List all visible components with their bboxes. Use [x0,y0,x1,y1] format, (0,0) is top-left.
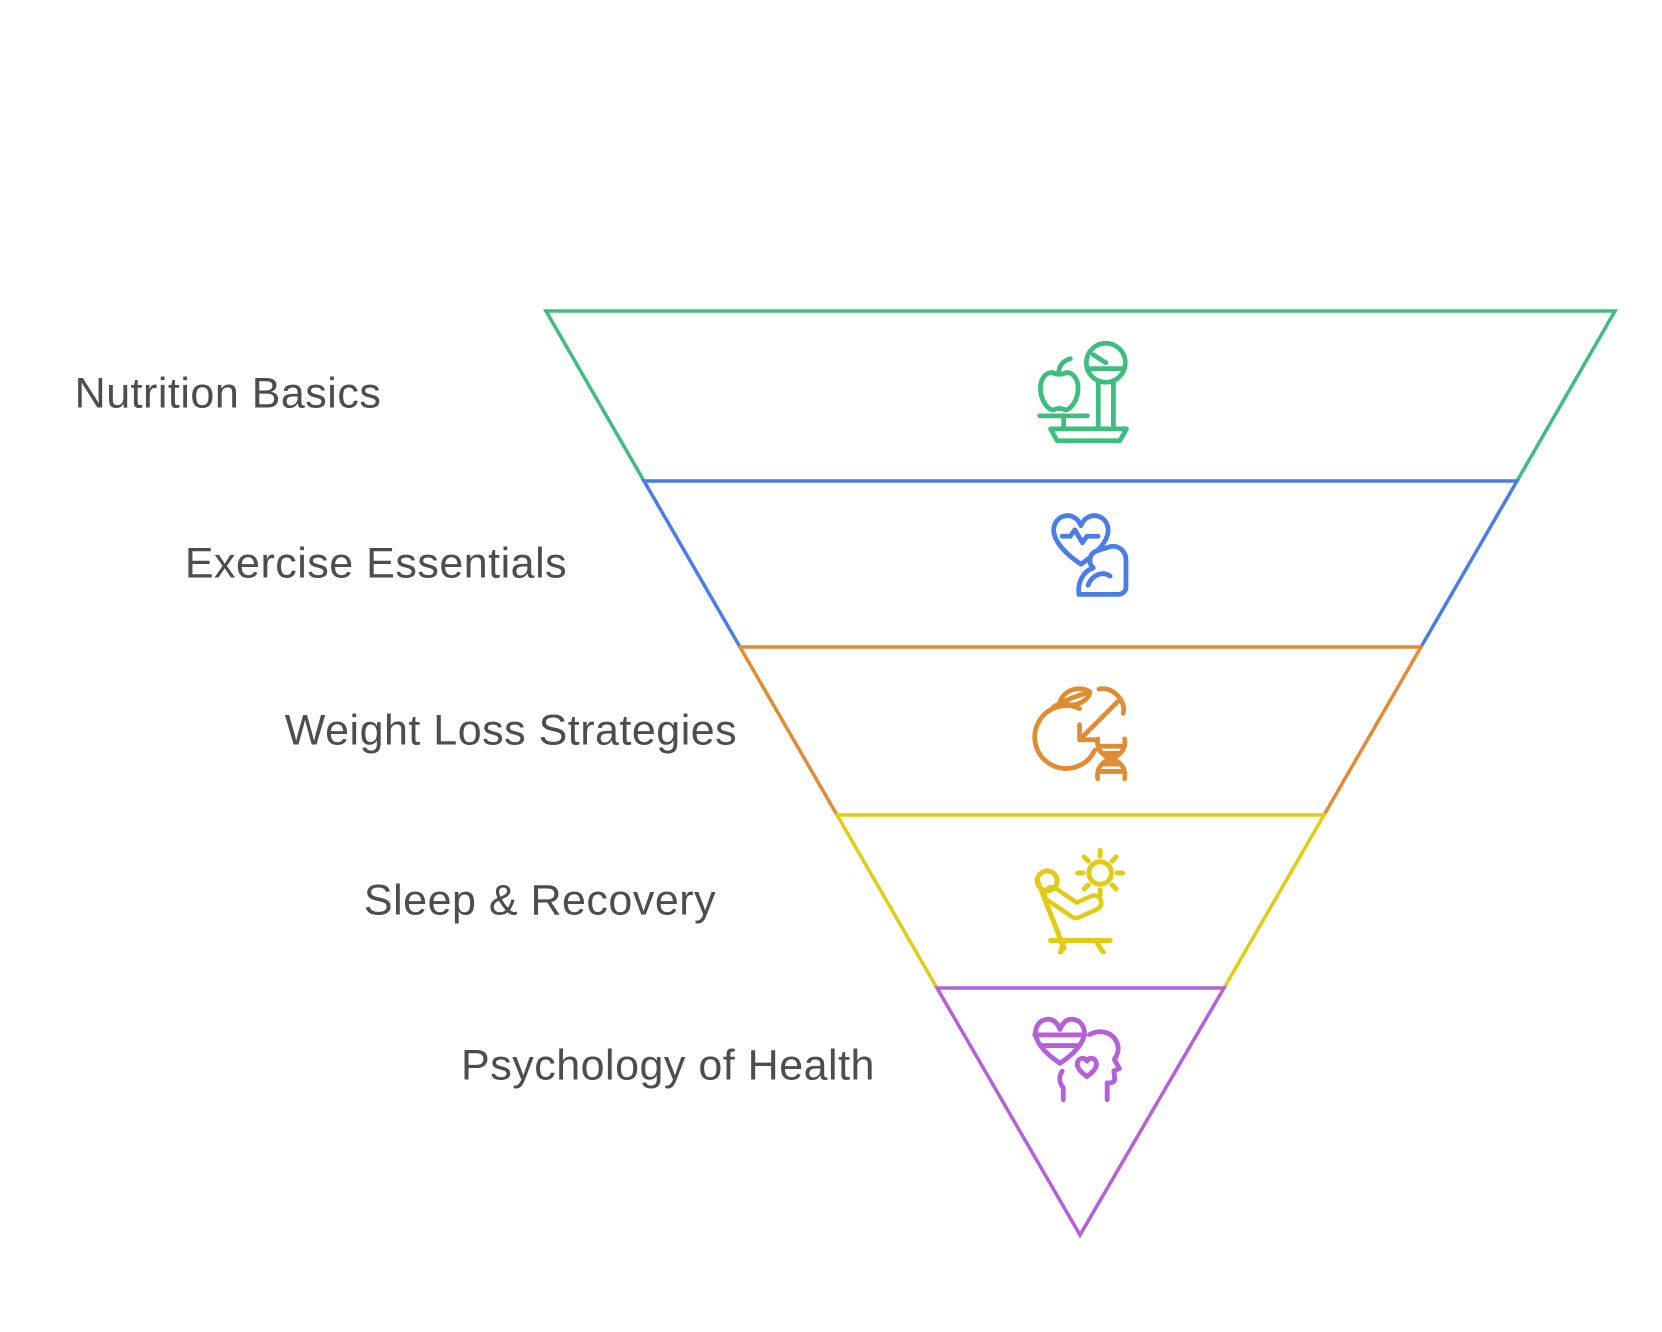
funnel-band-weight-loss [736,645,1425,816]
heart-pulse-muscle-icon [1051,513,1129,597]
lounge-chair-sun-icon [1034,848,1126,954]
level-label-sleep-recovery: Sleep & Recovery [363,876,717,925]
funnel-band-exercise [640,479,1521,648]
head-hearts-icon [1032,1016,1122,1103]
funnel-band-sleep [833,813,1328,989]
funnel-band-nutrition [542,309,1619,482]
funnel-band-psychology [933,986,1228,1239]
nutrition-scale-apple-icon [1037,340,1129,444]
apple-arrow-dna-icon [1032,686,1128,782]
level-label-weight-loss-strategies: Weight Loss Strategies [284,706,738,755]
level-label-exercise-essentials: Exercise Essentials [184,539,568,588]
level-label-nutrition-basics: Nutrition Basics [74,369,382,418]
level-label-psychology-of-health: Psychology of Health [461,1041,875,1090]
